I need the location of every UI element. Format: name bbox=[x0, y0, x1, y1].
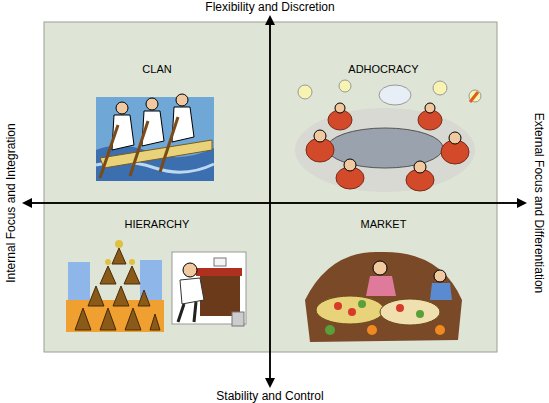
axis-label: Internal Focus and Integration bbox=[4, 123, 18, 282]
horizontal-axis bbox=[24, 202, 525, 204]
quadrant-title: MARKET bbox=[270, 218, 497, 230]
quadrant: ADHOCRACY bbox=[270, 22, 497, 203]
quadrant-title: HIERARCHY bbox=[44, 218, 270, 230]
quadrant-title: CLAN bbox=[44, 63, 270, 75]
meeting-illustration bbox=[295, 80, 481, 192]
vertical-axis bbox=[269, 17, 271, 386]
market-illustration bbox=[305, 252, 462, 342]
axis-label: External Focus and Differentiation bbox=[532, 113, 546, 294]
rowers-illustration bbox=[96, 94, 214, 181]
axis-label: Stability and Control bbox=[216, 389, 323, 403]
quadrant: MARKET bbox=[270, 203, 497, 352]
pyramid-illustration bbox=[66, 240, 164, 332]
quadrant: HIERARCHY bbox=[44, 203, 270, 352]
desk-worker-illustration bbox=[172, 252, 246, 326]
horizontal-axis bbox=[24, 202, 525, 204]
quadrant: CLAN bbox=[44, 22, 270, 203]
quadrant-title: ADHOCRACY bbox=[270, 63, 497, 75]
axis-label: Flexibility and Discretion bbox=[205, 0, 334, 14]
vertical-axis bbox=[269, 17, 271, 386]
